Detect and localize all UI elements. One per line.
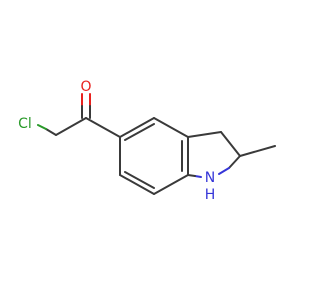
molecule-structure: O Cl N H: [18, 79, 276, 203]
c3a-to-c3-bond: [187, 131, 222, 138]
ch2-to-cl-bond-dark: [45, 128, 57, 136]
hydrogen-label: H: [205, 187, 216, 203]
ring-bond-5: [119, 174, 155, 195]
c3-to-c2-bond: [220, 131, 241, 157]
c2-to-n-bond-dark: [228, 155, 241, 169]
carbonyl-to-ch2-bond: [55, 117, 87, 136]
c2-to-methyl-bond: [239, 145, 276, 157]
ring-bond-2: [153, 117, 189, 138]
ring-bond-1-inner: [124, 123, 155, 141]
n-to-c7a-bond-blue: [194, 175, 202, 178]
nitrogen-label: N: [205, 170, 215, 186]
ring-bond-5-inner: [124, 171, 155, 189]
ring-bond-1: [119, 117, 155, 138]
chlorine-label: Cl: [18, 116, 32, 132]
ch2-to-cl-bond-green: [37, 124, 47, 130]
ring-bond-4: [153, 174, 189, 195]
n-to-c7a-bond-dark: [187, 174, 196, 177]
c2-to-n-bond-blue: [218, 167, 230, 175]
carbonyl-to-ring-bond: [85, 117, 121, 138]
oxygen-label: O: [80, 79, 91, 95]
